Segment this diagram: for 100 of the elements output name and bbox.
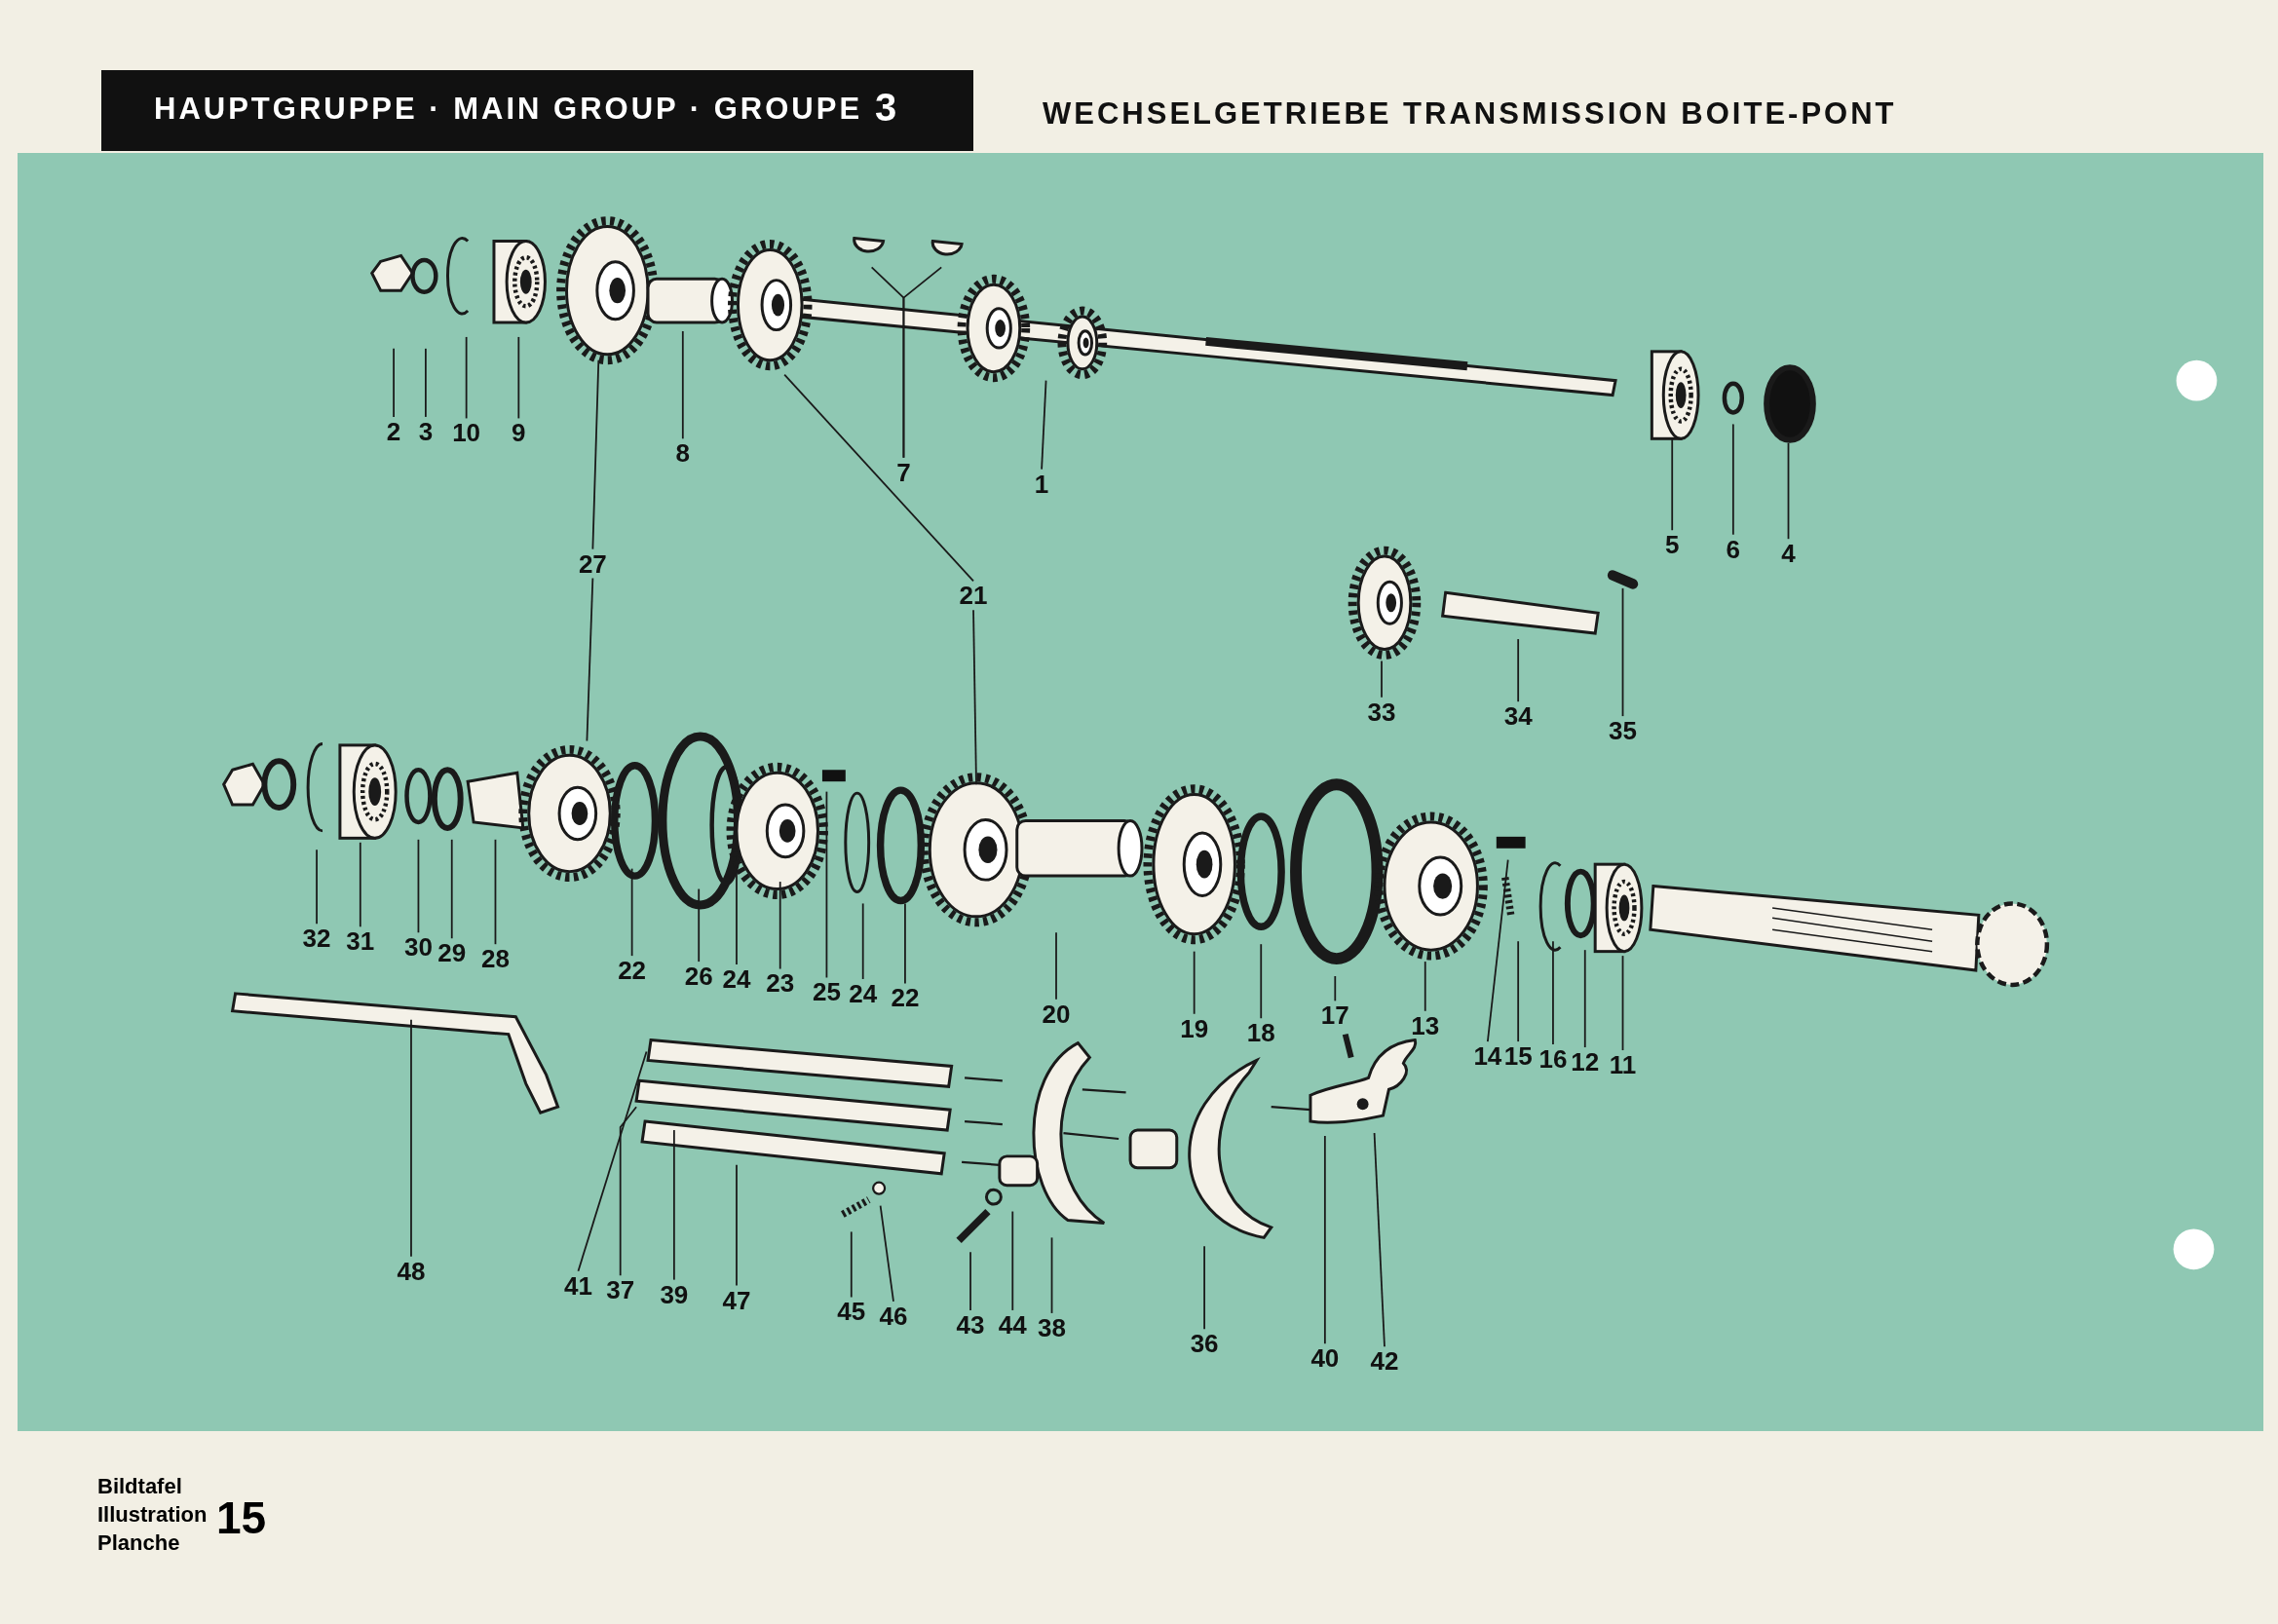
leader-line: [1381, 660, 1383, 699]
leader-line: [1373, 1132, 1386, 1348]
callout-number: 18: [1246, 1020, 1275, 1046]
callout-number: 5: [1665, 532, 1680, 558]
callout-number: 48: [397, 1258, 426, 1284]
callout-number: 40: [1310, 1345, 1340, 1372]
leader-line: [1486, 858, 1509, 1042]
leader-line: [698, 888, 701, 963]
callout-number: 43: [956, 1311, 985, 1338]
header-label: Bildtafel: [97, 1476, 182, 1497]
callout-number: 12: [1571, 1048, 1600, 1075]
callout-number: 15: [1503, 1043, 1533, 1069]
callout-number: 13: [1411, 1012, 1440, 1039]
callout-number: 17: [1320, 1002, 1349, 1029]
callout-number: 35: [1609, 718, 1637, 743]
leader-line: [1011, 1210, 1014, 1311]
callout-number: 6: [1726, 536, 1741, 562]
leader-line: [465, 336, 468, 420]
callout-number: 26: [684, 963, 713, 989]
leader-line: [1334, 975, 1337, 1002]
callout-number: 31: [346, 928, 375, 955]
leader-line: [1193, 950, 1196, 1015]
callout-number: 30: [403, 934, 433, 961]
leader-line: [736, 1163, 738, 1287]
leader-line: [1050, 1236, 1053, 1314]
leader-line: [778, 881, 781, 970]
leader-line: [630, 867, 633, 957]
callout-number: 37: [606, 1277, 635, 1303]
header-label: Planche: [97, 1532, 180, 1554]
callout-number: 9: [512, 420, 526, 446]
callout-number: 16: [1538, 1046, 1568, 1072]
callout-number: 32: [302, 925, 331, 952]
callout-number: 23: [766, 970, 795, 997]
callout-number: 41: [564, 1272, 592, 1299]
leader-line: [1621, 955, 1624, 1051]
leader-line: [393, 347, 395, 418]
leader-line: [517, 336, 520, 420]
leader-line: [1731, 423, 1734, 536]
callout-number: 20: [1042, 1001, 1071, 1027]
callout-number: 25: [812, 979, 841, 1005]
leader-line: [1055, 931, 1057, 1001]
leader-line: [577, 1050, 648, 1272]
leader-line: [672, 1129, 675, 1281]
leader-line: [850, 1230, 853, 1299]
leader-line: [972, 609, 977, 786]
leader-line: [1517, 638, 1520, 703]
leader-line: [450, 838, 453, 940]
leader-line: [1583, 949, 1586, 1048]
header-label: Illustration: [97, 1504, 208, 1526]
leader-line: [736, 870, 738, 965]
leader-line: [425, 347, 427, 418]
leader-line: [902, 266, 943, 459]
leader-line: [861, 902, 864, 980]
callout-number: 22: [891, 985, 920, 1011]
leader-line: [879, 1204, 894, 1303]
callout-number: 39: [660, 1281, 689, 1307]
leader-line: [359, 841, 361, 928]
leader-line: [417, 838, 420, 934]
leader-line: [825, 790, 828, 979]
leader-line: [1552, 940, 1554, 1045]
callout-number: 33: [1367, 699, 1396, 725]
leader-line: [494, 838, 497, 946]
leader-line: [681, 330, 684, 440]
callout-number: 29: [437, 940, 467, 966]
callout-number: 42: [1370, 1348, 1399, 1375]
callout-number: 14: [1473, 1043, 1502, 1069]
leader-line: [1041, 379, 1047, 471]
callout-number: 34: [1503, 703, 1533, 730]
callout-number: 7: [896, 459, 911, 485]
leader-line: [1260, 943, 1263, 1020]
callout-number: 8: [675, 440, 691, 467]
callout-number: 2: [386, 418, 401, 444]
leader-line: [969, 1251, 971, 1311]
leader-line: [904, 902, 906, 985]
callout-number: 4: [1781, 541, 1796, 567]
header-label: HAUPTGRUPPE · MAIN GROUP · GROUPE: [154, 94, 863, 124]
callout-number: 28: [481, 946, 510, 972]
callout-number: 11: [1609, 1051, 1637, 1077]
callout-number: 10: [452, 420, 481, 446]
callout-number: 44: [998, 1311, 1027, 1338]
leader-line: [1787, 441, 1790, 541]
leader-line: [586, 577, 594, 742]
leader-line: [783, 373, 974, 583]
leader-line: [1203, 1245, 1205, 1331]
callout-number: 38: [1038, 1314, 1066, 1341]
callout-number: 24: [722, 965, 751, 992]
callout-number: 45: [837, 1299, 866, 1325]
leader-line: [410, 1018, 412, 1258]
callout-number: 22: [618, 958, 647, 984]
leader-line: [619, 1106, 637, 1277]
callout-number: 47: [722, 1287, 751, 1313]
callout-number: 46: [879, 1303, 908, 1329]
callout-number: 19: [1180, 1015, 1209, 1041]
callout-number: 27: [578, 550, 607, 577]
callout-number: 1: [1034, 471, 1049, 497]
leader-line: [316, 849, 318, 925]
leader-line: [1424, 961, 1426, 1012]
title: WECHSELGETRIEBE TRANSMISSION BOITE-PONT: [1043, 95, 1897, 132]
callout-number: 36: [1190, 1331, 1219, 1357]
plate-number: 3: [875, 88, 897, 127]
